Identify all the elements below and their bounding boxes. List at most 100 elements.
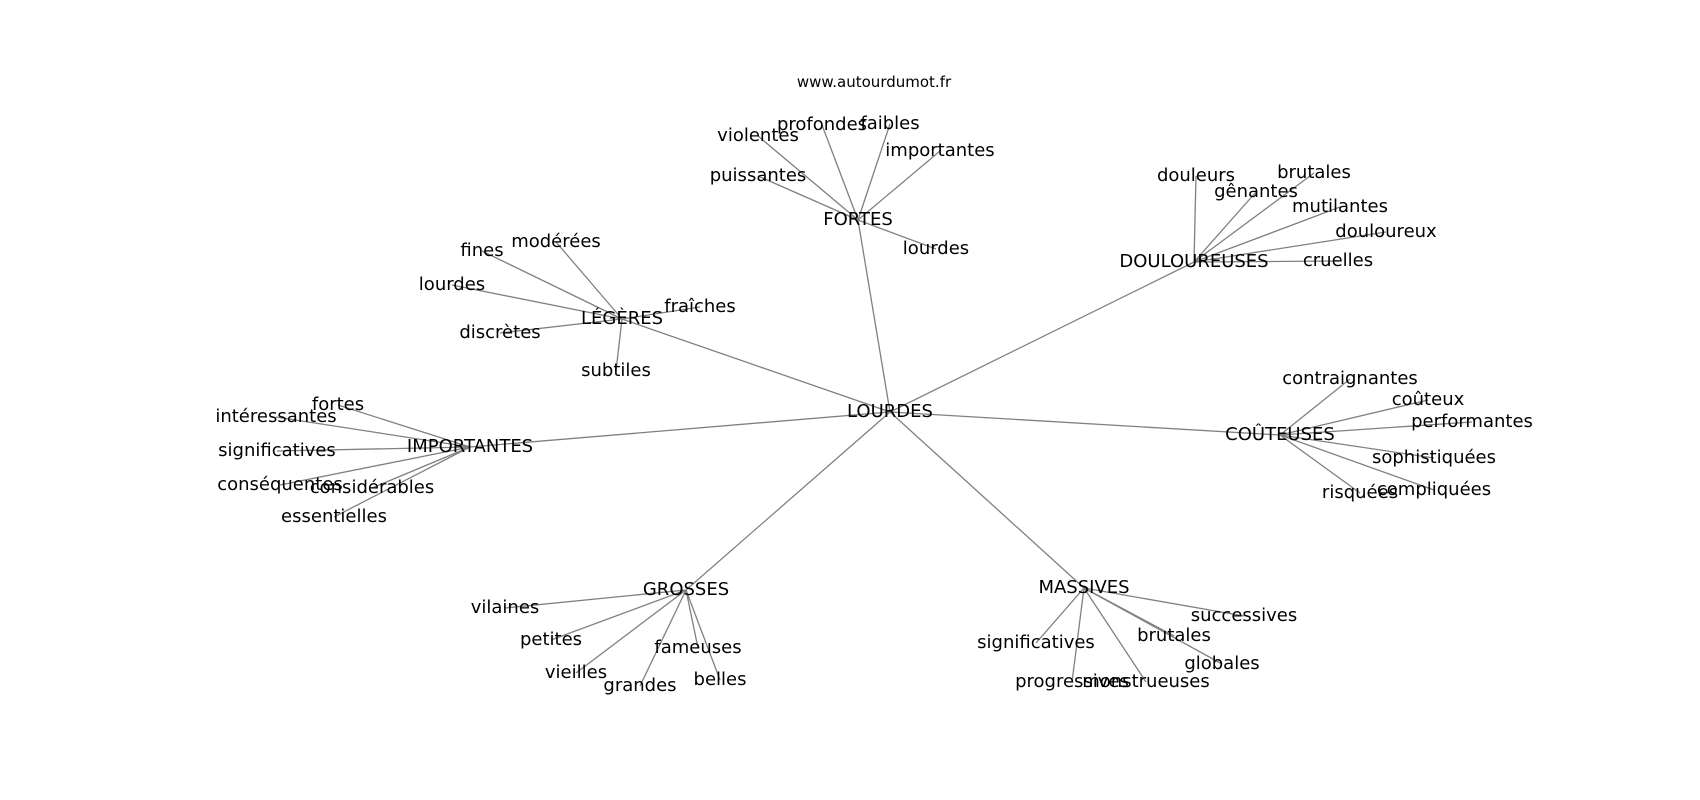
edge-couteuses-couteux [1279,399,1429,436]
node-leaf-douloureuses-genantes: gênantes [1214,181,1298,202]
edge-douloureuses-douloureux [1193,231,1387,263]
node-leaf-legeres-fraiches: fraîches [664,296,736,317]
edge-importantes-interessantes [275,416,471,448]
node-leaf-importantes-essentielles: essentielles [281,506,387,527]
edge-center-grosses [685,411,891,591]
edge-importantes-considerables [371,446,471,489]
edge-couteuses-compliquees [1279,434,1435,491]
edge-fortes-puissantes [757,175,859,221]
edge-massives-monstrueuses [1083,587,1147,683]
node-leaf-fortes-importantes: importantes [885,140,995,161]
node-leaf-massives-significatives: significatives [977,632,1095,653]
node-hub-importantes: IMPORTANTES [406,436,534,457]
edge-couteuses-sophistiquees [1279,434,1435,459]
node-leaf-fortes-faibles: faibles [860,113,920,134]
node-leaf-douloureuses-cruelles: cruelles [1302,250,1374,271]
node-leaf-couteuses-risquees: risquées [1321,482,1399,503]
edge-fortes-importantes [857,150,941,221]
node-leaf-massives-successives: successives [1190,605,1298,626]
edge-massives-significatives [1035,587,1085,644]
edge-massives-progressives [1071,587,1085,683]
node-leaf-couteuses-sophistiquees: sophistiquées [1371,447,1497,468]
node-leaf-couteuses-couteux: coûteux [1391,389,1465,410]
node-leaf-massives-monstrueuses: monstrueuses [1082,671,1210,692]
edge-douloureuses-brutales [1193,172,1315,263]
edge-legeres-discretes [499,318,623,334]
node-leaf-couteuses-compliquees: compliquées [1376,479,1492,500]
edge-fortes-lourdes [857,219,937,250]
node-leaf-legeres-subtiles: subtiles [581,360,651,381]
node-leaf-legeres-lourdes: lourdes [418,274,486,295]
node-leaf-fortes-puissantes: puissantes [709,165,807,186]
edge-fortes-faibles [857,123,891,221]
edge-importantes-consequentes [279,446,471,486]
edge-center-douloureuses [889,261,1195,413]
edge-fortes-violentes [757,135,859,221]
node-leaf-grosses-vieilles: vieilles [544,662,608,683]
edge-center-couteuses [889,411,1281,436]
edge-massives-globales [1083,587,1223,665]
edge-douloureuses-cruelles [1193,260,1339,263]
edge-grosses-fameuses [685,589,699,649]
node-leaf-legeres-fines: fines [460,240,504,261]
edge-douloureuses-douleurs [1193,175,1197,263]
edge-importantes-significatives [276,446,471,452]
node-leaf-importantes-fortes: fortes [311,394,365,415]
edge-legeres-fraiches [621,306,701,320]
node-leaf-massives-globales: globales [1184,653,1260,674]
node-leaf-douloureuses-mutilantes: mutilantes [1292,196,1388,217]
edge-couteuses-risquees [1279,434,1361,494]
edge-grosses-belles [685,589,721,681]
node-leaf-legeres-moderees: modérées [511,231,601,252]
edge-importantes-fortes [337,404,471,448]
node-leaf-douloureuses-douleurs: douleurs [1156,165,1236,186]
edge-grosses-petites [550,589,687,641]
node-leaf-couteuses-performantes: performantes [1411,411,1533,432]
edge-legeres-fines [481,250,623,320]
watermark: www.autourdumot.fr [796,73,952,91]
edge-couteuses-performantes [1279,421,1473,436]
edge-center-fortes [857,219,891,413]
node-leaf-fortes-violentes: violentes [717,125,799,146]
edge-douloureuses-genantes [1193,191,1257,263]
edge-legeres-moderees [555,241,623,320]
edge-legeres-subtiles [615,318,623,372]
node-hub-douloureuses: DOULOUREUSES [1119,251,1269,272]
node-leaf-grosses-fameuses: fameuses [654,637,742,658]
node-leaf-importantes-interessantes: intéressantes [215,406,337,427]
node-leaf-importantes-considerables: considérables [309,477,435,498]
edge-massives-successives [1083,587,1245,617]
node-leaf-grosses-petites: petites [519,629,583,650]
node-leaf-grosses-belles: belles [693,669,747,690]
node-hub-couteuses: COÛTEUSES [1225,424,1335,445]
node-leaf-importantes-significatives: significatives [218,440,336,461]
edge-grosses-grandes [639,589,687,687]
edge-grosses-vilaines [504,589,687,609]
edge-fortes-profondes [821,124,859,221]
node-leaf-couteuses-contraignantes: contraignantes [1282,368,1418,389]
node-leaf-fortes-profondes: profondes [776,114,868,135]
node-center-lourdes: LOURDES [847,401,933,422]
node-leaf-grosses-grandes: grandes [603,675,677,696]
node-leaf-douloureuses-brutales: brutales [1277,162,1351,183]
node-hub-massives: MASSIVES [1038,577,1130,598]
node-hub-fortes: FORTES [823,209,893,230]
node-leaf-legeres-discretes: discrètes [459,322,541,343]
node-hub-legeres: LÉGÈRES [580,308,664,329]
edge-grosses-vieilles [575,589,687,674]
edge-center-massives [889,411,1085,589]
edge-center-importantes [469,411,891,448]
node-leaf-grosses-vilaines: vilaines [470,597,540,618]
node-hub-grosses: GROSSES [642,579,730,600]
node-leaf-massives-brutales: brutales [1137,625,1211,646]
node-leaf-massives-progressives: progressives [1015,671,1129,692]
node-leaf-douloureuses-douloureux: douloureux [1335,221,1437,242]
edge-center-legeres [621,318,891,413]
edge-importantes-essentielles [333,446,471,518]
node-leaf-fortes-lourdes: lourdes [902,238,970,259]
edge-douloureuses-mutilantes [1193,206,1341,263]
edge-legeres-lourdes [451,284,623,320]
edge-couteuses-contraignantes [1279,378,1351,436]
